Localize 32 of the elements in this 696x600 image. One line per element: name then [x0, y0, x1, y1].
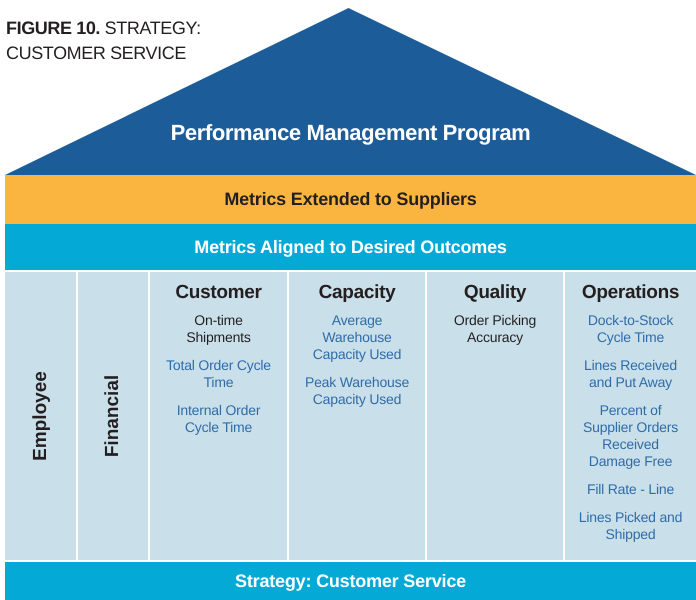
- pillar: [5, 272, 76, 560]
- pillar: [289, 272, 425, 560]
- metric-text: On-time Shipments: [185, 312, 252, 346]
- band: [5, 175, 696, 224]
- band-title: Metrics Extended to Suppliers: [224, 189, 477, 210]
- roof-triangle: [5, 8, 696, 175]
- roof-title: Performance Management Program: [170, 120, 532, 146]
- pillar: [427, 272, 563, 560]
- metric-text: Average Warehouse Capacity Used: [312, 312, 402, 363]
- band: [5, 224, 696, 270]
- metric-text: Peak Warehouse Capacity Used: [304, 374, 410, 408]
- metric-text: Fill Rate - Line: [586, 481, 674, 498]
- metric-text: Percent of Supplier Orders Received Damage Free: [582, 402, 680, 470]
- pillar: [565, 272, 696, 560]
- metric-text: Internal Order Cycle Time: [176, 402, 262, 436]
- pillar: [150, 272, 287, 560]
- band-title: Metrics Aligned to Desired Outcomes: [194, 236, 507, 258]
- pillar-title: Capacity: [318, 282, 396, 304]
- metric-text: Order Picking Accuracy: [452, 312, 538, 346]
- metric-text: Dock-to-Stock Cycle Time: [586, 312, 674, 346]
- pillar-title: Operations: [582, 282, 680, 304]
- metric-text: Total Order Cycle Time: [165, 357, 272, 391]
- figure-title: FIGURE 10. STRATEGY: CUSTOMER SERVICE: [6, 17, 202, 65]
- band-title: Strategy: Customer Service: [235, 570, 466, 592]
- pillar: [78, 272, 148, 560]
- metric-text: Lines Picked and Shipped: [578, 509, 684, 543]
- pillar-title: Quality: [464, 282, 526, 304]
- pillar-title: Financial: [102, 374, 124, 458]
- metric-text: Lines Received and Put Away: [583, 357, 678, 391]
- band: [5, 562, 696, 600]
- pillar-title: Customer: [175, 282, 262, 304]
- pillar-title: Employee: [30, 371, 52, 461]
